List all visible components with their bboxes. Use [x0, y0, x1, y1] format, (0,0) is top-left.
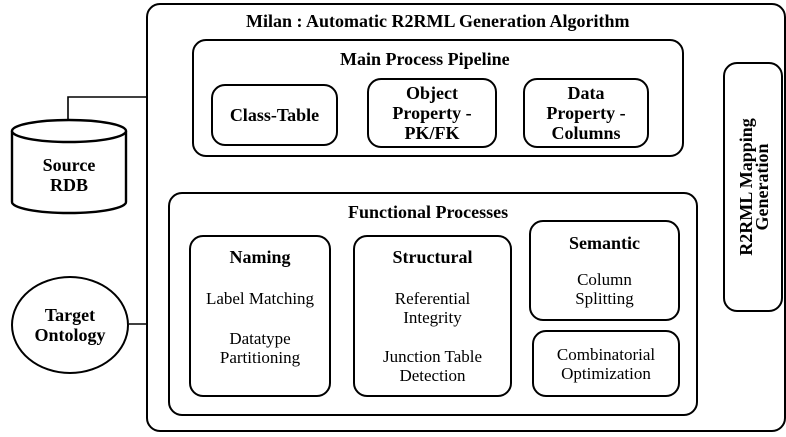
pipeline-title: Main Process Pipeline — [340, 49, 510, 69]
naming-item-label-matching: Label Matching — [205, 289, 315, 308]
functional-title: Functional Processes — [348, 202, 509, 222]
algorithm-title: Milan : Automatic R2RML Generation Algor… — [246, 11, 630, 31]
step-class-table-label: Class-Table — [229, 105, 320, 125]
structural-box: Structural Referential Integrity Junctio… — [353, 235, 512, 397]
target-ontology-label: Target Ontology — [34, 305, 106, 345]
source-rdb-label: Source RDB — [42, 155, 96, 195]
step-data-property-label: Data Property - Columns — [546, 83, 626, 143]
step-class-table: Class-Table — [211, 84, 338, 146]
naming-item-datatype-partitioning: Datatype Partitioning — [219, 329, 301, 367]
combinatorial-optimization-label: Combinatorial Optimization — [556, 344, 656, 383]
semantic-item-column-splitting: Column Splitting — [575, 270, 634, 308]
structural-item-referential-integrity: Referential Integrity — [394, 289, 471, 327]
combinatorial-optimization-box: Combinatorial Optimization — [532, 330, 680, 397]
naming-box: Naming Label Matching Datatype Partition… — [189, 235, 331, 397]
r2rml-output-label-wrap: R2RML Mapping Generation — [735, 62, 773, 312]
target-ontology-circle: Target Ontology — [11, 276, 129, 374]
structural-item-junction-table: Junction Table Detection — [382, 347, 483, 385]
step-object-property: Object Property - PK/FK — [367, 78, 497, 148]
semantic-box: Semantic Column Splitting — [529, 220, 680, 321]
step-object-property-label: Object Property - PK/FK — [392, 83, 472, 143]
source-rdb-cylinder: Source RDB — [10, 118, 128, 216]
structural-title: Structural — [392, 247, 473, 267]
semantic-title: Semantic — [569, 233, 640, 253]
r2rml-output-box — [723, 62, 783, 312]
step-data-property: Data Property - Columns — [523, 78, 649, 148]
naming-title: Naming — [229, 247, 291, 267]
r2rml-output-label: R2RML Mapping Generation — [736, 118, 772, 256]
